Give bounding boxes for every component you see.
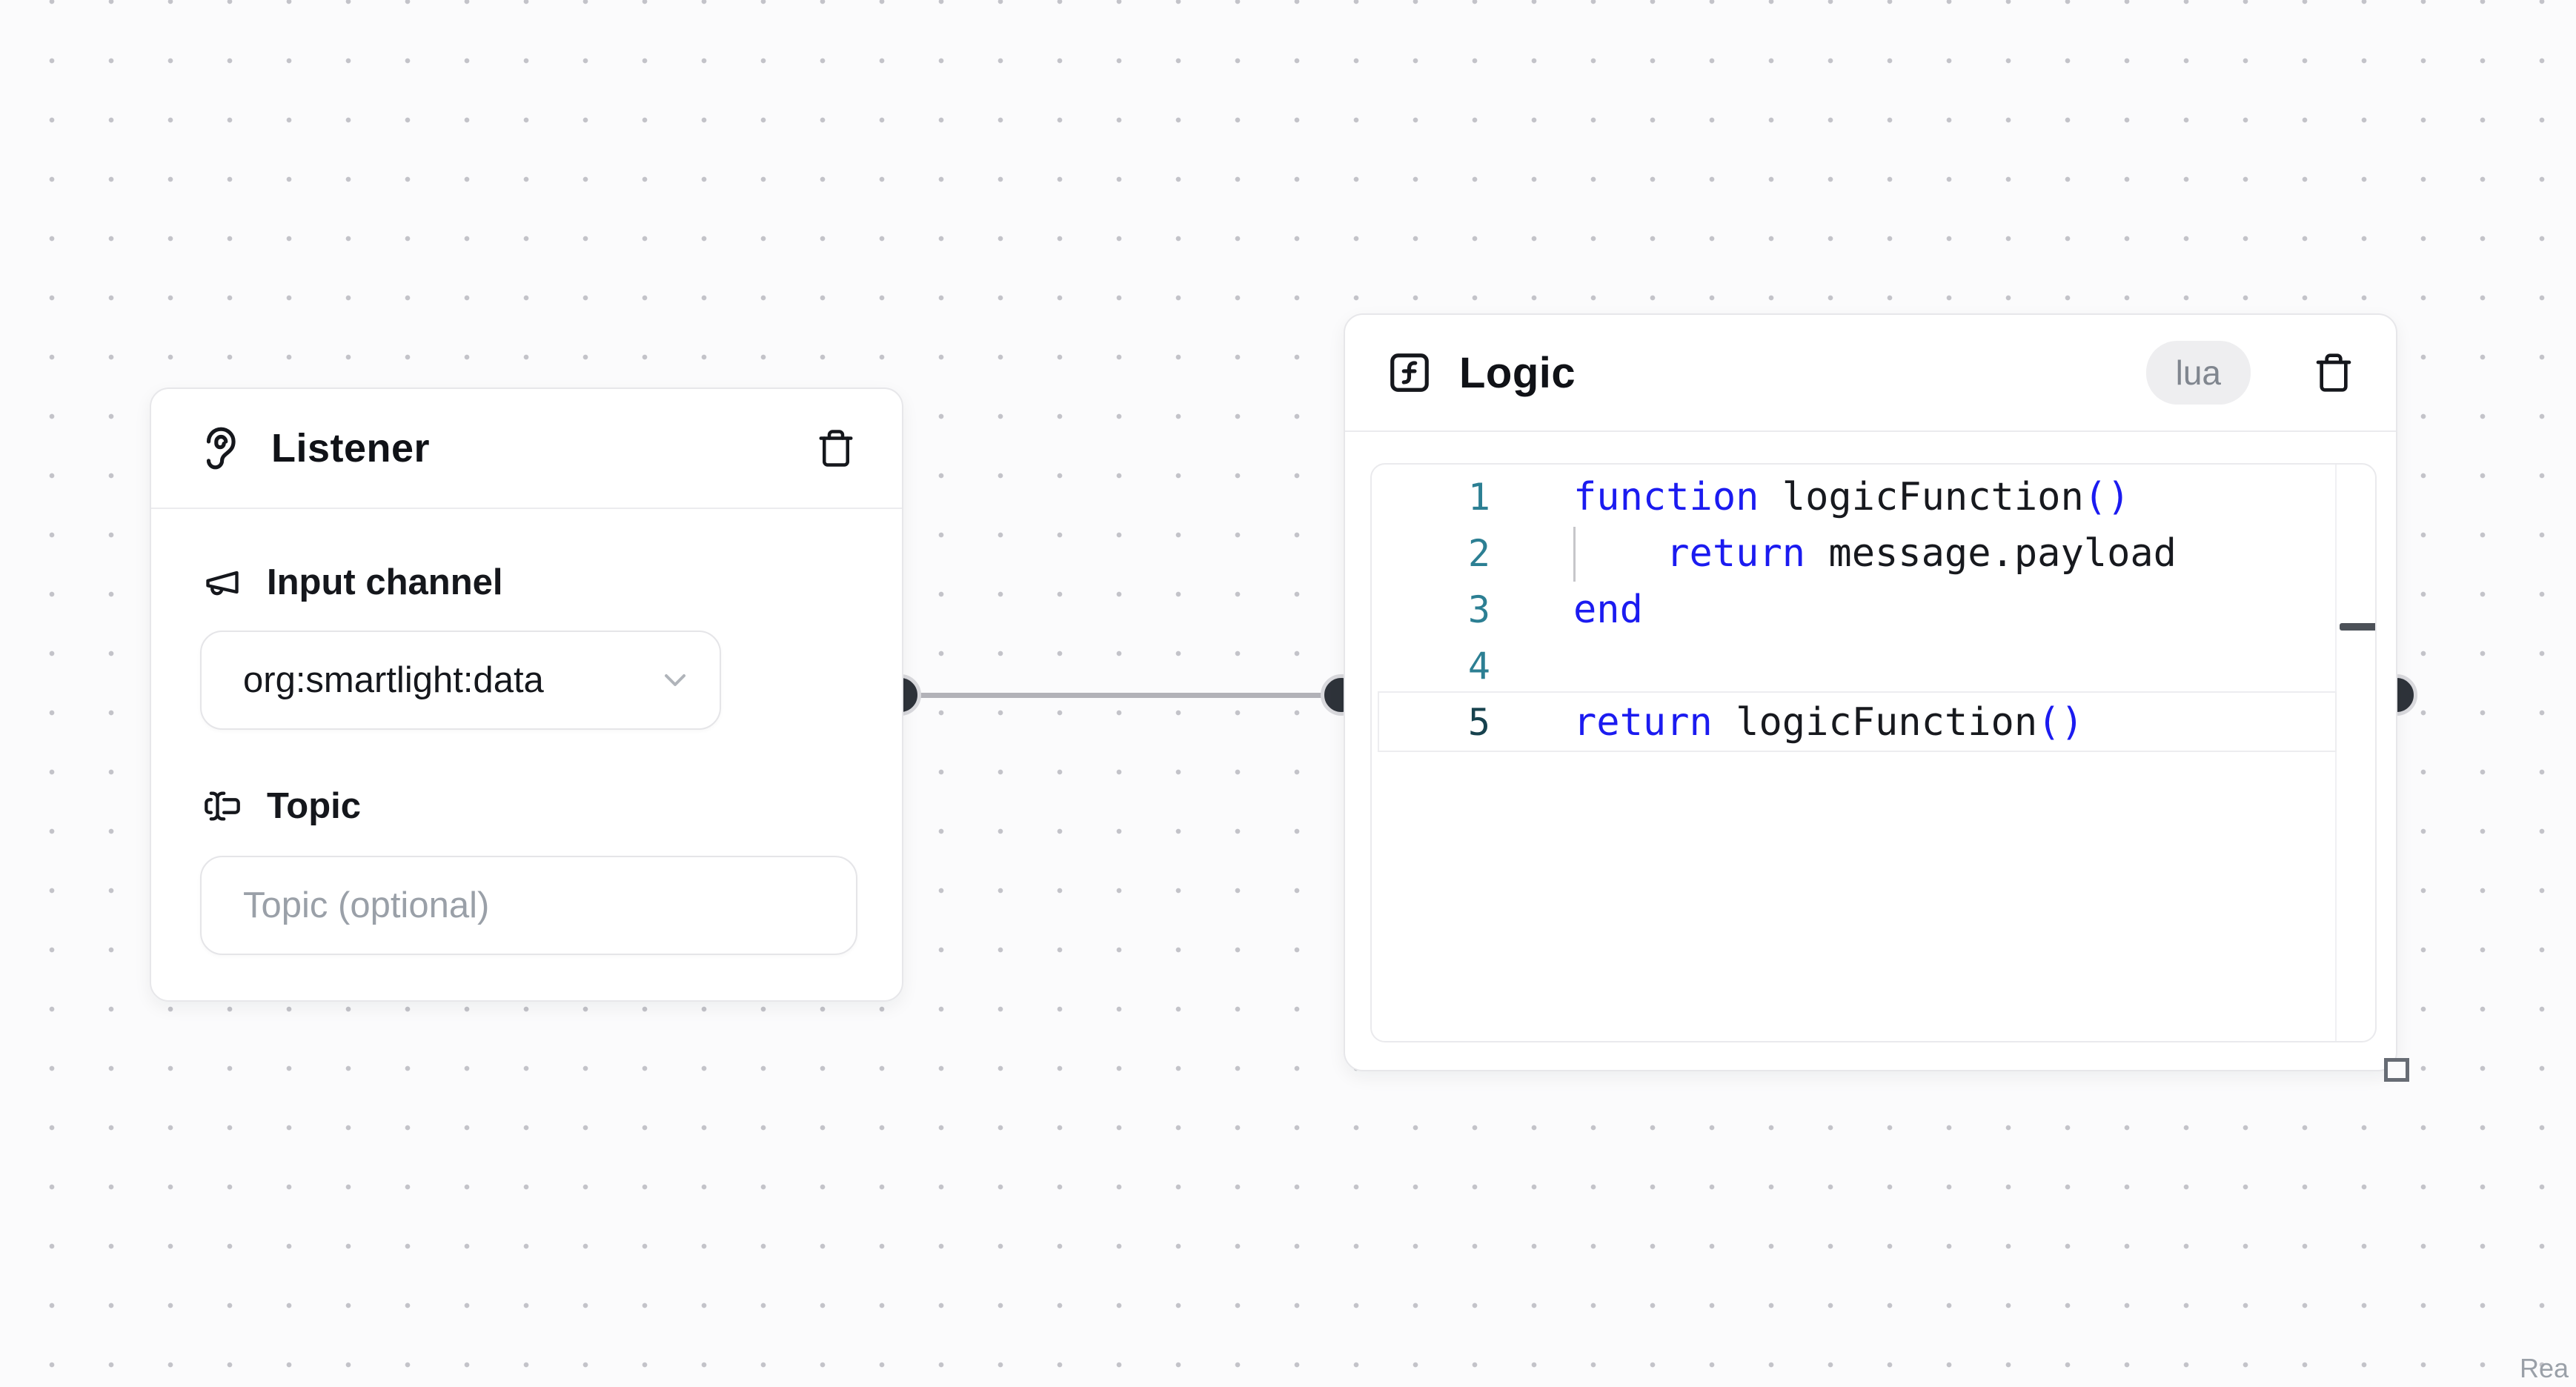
code-text: return message.payload bbox=[1666, 531, 2177, 576]
code-line[interactable]: 3 end bbox=[1372, 582, 2375, 638]
topic-input[interactable] bbox=[200, 856, 857, 955]
logic-node[interactable]: Logic lua 1 function logicFunction() 2 ret… bbox=[1344, 313, 2409, 1082]
topic-label: Topic bbox=[267, 786, 362, 826]
chevron-down-icon bbox=[657, 662, 693, 698]
node-resize-handle[interactable] bbox=[2384, 1058, 2409, 1082]
logic-node-header: Logic lua bbox=[1345, 315, 2396, 430]
code-text: function logicFunction() bbox=[1573, 475, 2131, 519]
ear-icon bbox=[197, 425, 243, 471]
active-line-highlight bbox=[1378, 691, 2337, 752]
code-line[interactable]: 4 bbox=[1372, 638, 2375, 694]
text-cursor bbox=[1573, 527, 1576, 582]
line-number: 4 bbox=[1467, 645, 1490, 688]
line-number: 5 bbox=[1467, 701, 1490, 744]
topic-label-row: Topic bbox=[203, 783, 361, 829]
code-text: return logicFunction() bbox=[1573, 700, 2084, 745]
code-editor[interactable]: 1 function logicFunction() 2 return messag… bbox=[1370, 463, 2377, 1042]
code-line[interactable]: 5 return logicFunction() bbox=[1372, 694, 2375, 751]
scrollbar-thumb[interactable] bbox=[2340, 623, 2375, 631]
line-number: 3 bbox=[1467, 588, 1490, 631]
code-line[interactable]: 1 function logicFunction() bbox=[1372, 469, 2375, 525]
language-badge: lua bbox=[2145, 341, 2251, 405]
code-lines: 1 function logicFunction() 2 return messag… bbox=[1372, 469, 2375, 751]
input-channel-label: Input channel bbox=[267, 562, 503, 602]
megaphone-icon bbox=[203, 563, 242, 602]
text-cursor-input-icon bbox=[203, 787, 242, 825]
logic-header-divider bbox=[1345, 430, 2396, 432]
connection-edge[interactable] bbox=[900, 693, 1344, 698]
listener-node-title: Listener bbox=[271, 426, 431, 470]
input-channel-select[interactable]: org:smartlight:data bbox=[200, 631, 721, 730]
delete-listener-button[interactable] bbox=[816, 428, 856, 468]
code-text: end bbox=[1573, 588, 1643, 632]
delete-logic-button[interactable] bbox=[2313, 352, 2354, 393]
logic-node-title: Logic bbox=[1459, 348, 1576, 397]
listener-node-header: Listener bbox=[151, 389, 902, 508]
code-line[interactable]: 2 return message.payload bbox=[1372, 525, 2375, 582]
input-channel-value: org:smartlight:data bbox=[243, 660, 544, 700]
line-number: 1 bbox=[1467, 476, 1490, 519]
listener-header-divider bbox=[151, 508, 902, 509]
attribution-text: Rea bbox=[2520, 1353, 2569, 1383]
trash-icon bbox=[819, 430, 853, 467]
line-number: 2 bbox=[1467, 532, 1490, 575]
input-channel-label-row: Input channel bbox=[203, 559, 503, 605]
trash-icon bbox=[2316, 353, 2351, 392]
scrollbar-track bbox=[2335, 465, 2337, 1041]
square-function-icon bbox=[1387, 350, 1433, 396]
listener-node[interactable]: Listener Input channel org:smartlight:da… bbox=[150, 388, 903, 1002]
